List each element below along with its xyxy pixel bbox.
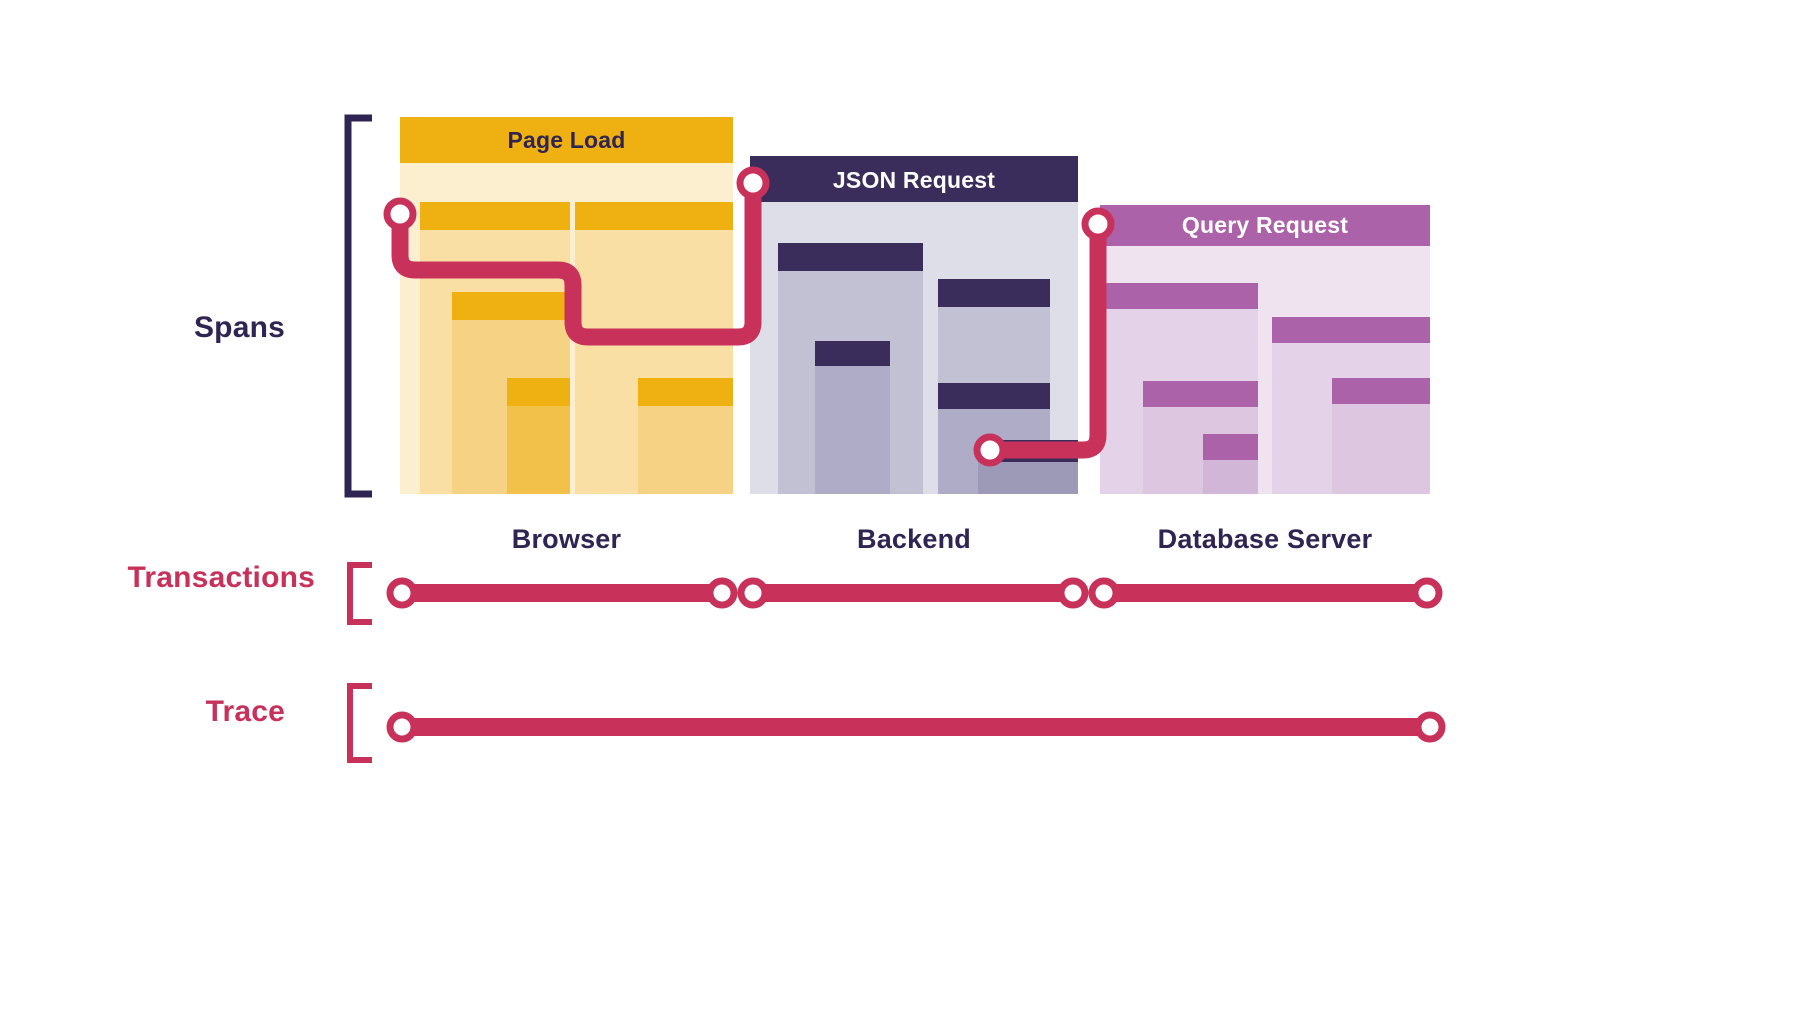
span-group-browser <box>400 117 733 494</box>
connector-backend-to-database <box>981 215 1107 459</box>
browser-group-header <box>400 117 733 163</box>
backend-span-2-header <box>938 279 1050 307</box>
connector-dot-backend-start <box>736 166 770 200</box>
transaction-dot-backend-start <box>737 577 769 609</box>
trace-row <box>347 683 1446 763</box>
trace-connector-path <box>383 166 1115 467</box>
browser-span-2-1-header <box>638 378 733 406</box>
span-title-query-request: Query Request <box>1181 212 1349 238</box>
backend-group-header <box>750 156 1078 202</box>
browser-span-1-header <box>420 202 570 230</box>
row-label-transactions: Transactions <box>127 561 315 594</box>
backend-span-1-1-header <box>815 341 890 366</box>
db-span-1-1-header <box>1143 381 1258 407</box>
backend-span-2-1-header <box>938 383 1050 409</box>
transactions-bracket <box>347 562 372 625</box>
db-span-2-header <box>1272 317 1430 343</box>
backend-span-1-1-body <box>815 341 890 494</box>
db-span-1-1-1-header <box>1203 434 1258 460</box>
span-title-json-request: JSON Request <box>832 167 996 193</box>
browser-span-1-1-1-header <box>507 378 570 406</box>
span-group-backend <box>750 156 1078 494</box>
backend-span-1-header <box>778 243 923 271</box>
service-label-database: Database Server <box>1157 524 1373 554</box>
connector-browser-to-backend <box>391 174 762 346</box>
connector-dot-backend-end <box>973 433 1007 467</box>
transaction-dot-backend-end <box>1057 577 1089 609</box>
service-label-browser: Browser <box>511 524 622 554</box>
transaction-dot-browser-start <box>386 577 418 609</box>
trace-dot-end <box>1414 711 1446 743</box>
connector-dot-database-start <box>1081 207 1115 241</box>
row-label-trace: Trace <box>205 695 285 728</box>
service-label-backend: Backend <box>857 524 971 554</box>
spans-bracket <box>344 114 372 498</box>
browser-span-1-1-header <box>452 292 570 320</box>
span-title-page-load: Page Load <box>507 127 626 153</box>
connector-dot-browser-start <box>383 197 417 231</box>
row-label-spans: Spans <box>193 311 285 344</box>
transactions-row <box>347 562 1443 625</box>
db-span-1-header <box>1100 283 1258 309</box>
span-group-database <box>1100 205 1430 494</box>
database-group-header <box>1100 205 1430 246</box>
transaction-dot-database-end <box>1411 577 1443 609</box>
db-span-2-1-header <box>1332 378 1430 404</box>
trace-dot-start <box>386 711 418 743</box>
browser-span-2-header <box>575 202 733 230</box>
transaction-dot-browser-end <box>706 577 738 609</box>
trace-bracket <box>347 683 372 763</box>
transaction-dot-database-start <box>1088 577 1120 609</box>
